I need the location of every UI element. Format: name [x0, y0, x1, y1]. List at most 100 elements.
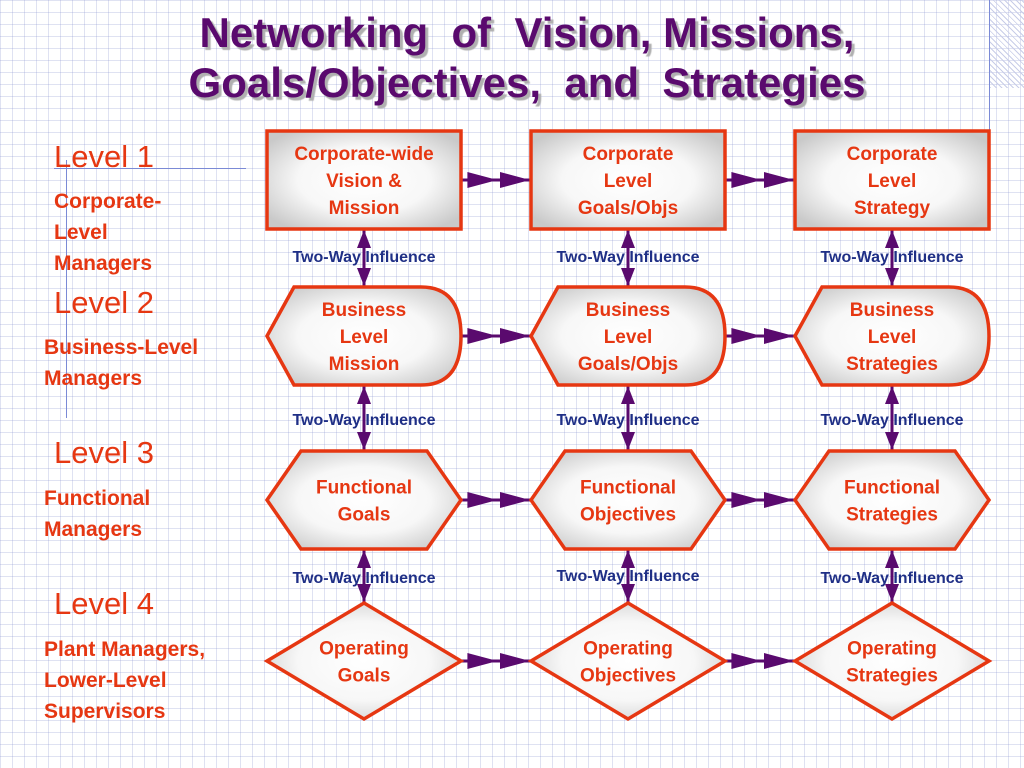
- node-label-line: Operating: [583, 639, 673, 660]
- node-shape: [264, 449, 464, 551]
- node-label-line: Operating: [319, 639, 409, 660]
- node-label-line: Goals: [338, 505, 391, 526]
- level-2-managers: Business-Level Managers: [44, 332, 198, 394]
- vertical-arrowhead-down: [357, 432, 371, 450]
- node-label-line: Mission: [329, 354, 400, 375]
- node-label-line: Level: [868, 327, 917, 348]
- horizontal-arrowhead: [467, 172, 498, 188]
- level-1-managers-line: Managers: [54, 252, 153, 275]
- node-label-line: Goals/Objs: [578, 354, 678, 375]
- vertical-arrowhead-down: [621, 268, 635, 286]
- node-label-line: Vision &: [326, 171, 402, 192]
- two-way-influence-label: Two-Way Influence: [820, 570, 963, 587]
- horizontal-arrowhead: [467, 653, 498, 669]
- two-way-influence-label: Two-Way Influence: [556, 249, 699, 266]
- vertical-arrowhead-down: [357, 268, 371, 286]
- level-3-label: Level 3: [54, 435, 154, 470]
- vertical-arrowhead-down: [357, 584, 371, 602]
- node-label-line: Goals: [338, 666, 391, 687]
- node-label-line: Level: [340, 327, 389, 348]
- connectors-layer: [357, 172, 899, 669]
- horizontal-arrowhead: [467, 492, 498, 508]
- node-shape: [527, 600, 729, 722]
- level-4-managers-line: Supervisors: [44, 700, 166, 723]
- horizontal-arrowhead: [731, 328, 762, 344]
- node-shape: [792, 449, 992, 551]
- level-4-managers-line: Plant Managers,: [44, 638, 206, 661]
- decorative-right-line: [989, 0, 990, 140]
- vertical-arrowhead-up: [885, 550, 899, 568]
- vertical-arrowhead-up: [357, 550, 371, 568]
- horizontal-arrowhead: [731, 653, 762, 669]
- horizontal-arrowhead: [500, 653, 530, 669]
- node-label-line: Business: [586, 300, 670, 321]
- level-4-managers-line: Lower-Level: [44, 669, 167, 692]
- horizontal-arrowhead: [764, 172, 794, 188]
- node-label-line: Operating: [847, 639, 937, 660]
- vertical-arrowhead-down: [885, 268, 899, 286]
- two-way-influence-label: Two-Way Influence: [292, 570, 435, 587]
- vertical-arrowhead-up: [621, 550, 635, 568]
- node-label-line: Functional: [580, 478, 676, 499]
- level-1-managers: Corporate- Level Managers: [54, 186, 161, 279]
- node-label-line: Level: [868, 171, 917, 192]
- node-shape: [528, 449, 728, 551]
- horizontal-arrowhead: [467, 328, 498, 344]
- node-shape: [265, 129, 463, 231]
- node-label-line: Corporate-wide: [294, 144, 433, 165]
- node-label-line: Mission: [329, 198, 400, 219]
- horizontal-arrowhead: [764, 653, 794, 669]
- node-shape: [793, 129, 991, 231]
- node-label-line: Strategies: [846, 505, 938, 526]
- node-label-line: Functional: [844, 478, 940, 499]
- vertical-arrowhead-down: [621, 584, 635, 602]
- horizontal-arrowhead: [764, 492, 794, 508]
- horizontal-arrowhead: [731, 492, 762, 508]
- two-way-influence-label: Two-Way Influence: [820, 249, 963, 266]
- node-label-line: Strategy: [854, 198, 930, 219]
- level-2-label: Level 2: [54, 285, 154, 320]
- level-1-label: Level 1: [54, 139, 154, 174]
- vertical-arrowhead-down: [885, 432, 899, 450]
- level-4-managers: Plant Managers, Lower-Level Supervisors: [44, 634, 205, 727]
- node-shape: [791, 600, 993, 722]
- vertical-arrowhead-up: [357, 386, 371, 404]
- node-label-line: Functional: [316, 478, 412, 499]
- node-shape: [529, 285, 727, 387]
- vertical-arrowhead-down: [621, 432, 635, 450]
- two-way-influence-label: Two-Way Influence: [556, 412, 699, 429]
- node-label-line: Corporate: [847, 144, 938, 165]
- two-way-influence-label: Two-Way Influence: [292, 249, 435, 266]
- title-line-2: Goals/Objectives, and Strategies: [188, 59, 866, 106]
- two-way-influence-label: Two-Way Influence: [820, 412, 963, 429]
- vertical-arrowhead-up: [885, 386, 899, 404]
- two-way-influence-label: Two-Way Influence: [292, 412, 435, 429]
- title-line-1: Networking of Vision, Missions,: [199, 9, 855, 56]
- node-shape: [263, 600, 465, 722]
- node-label-line: Corporate: [583, 144, 674, 165]
- vertical-arrowhead-up: [621, 230, 635, 248]
- two-way-influence-label: Two-Way Influence: [556, 568, 699, 585]
- slide-title: Networking of Vision, Missions, Goals/Ob…: [112, 8, 942, 108]
- node-label-line: Business: [850, 300, 934, 321]
- horizontal-arrowhead: [764, 328, 794, 344]
- decorative-horizontal-line: [54, 168, 246, 169]
- level-3-managers: Functional Managers: [44, 483, 150, 545]
- level-3-managers-line: Functional: [44, 487, 151, 510]
- node-label-line: Objectives: [580, 505, 676, 526]
- node-label-line: Level: [604, 327, 653, 348]
- node-shape: [265, 285, 463, 387]
